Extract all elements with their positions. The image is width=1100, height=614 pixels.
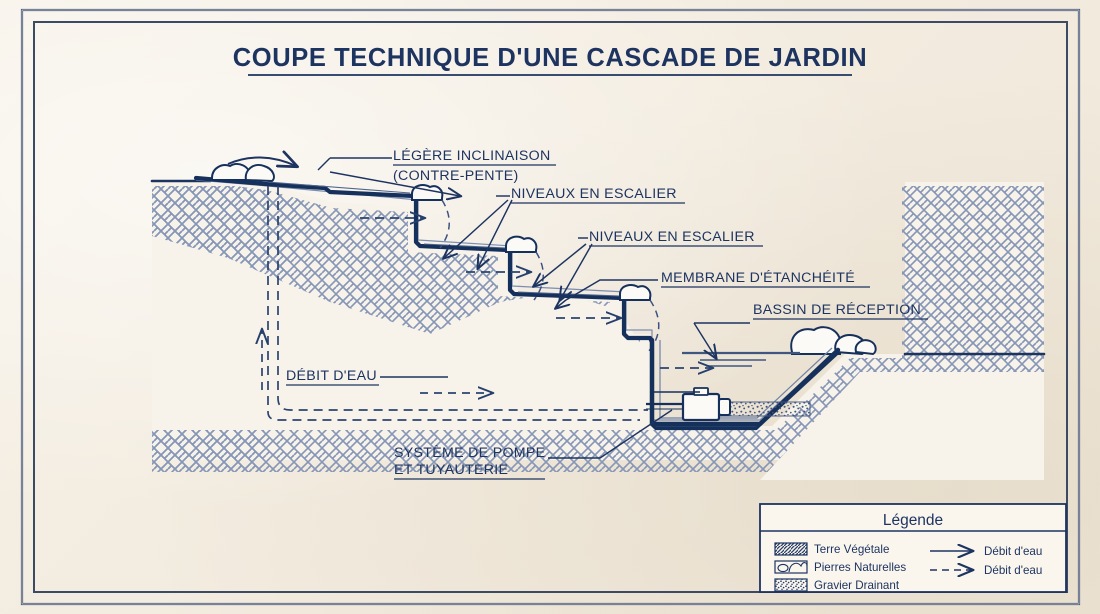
leader-debit-eau — [380, 376, 448, 378]
legend-box: Légende Terre Végétale Pierres Naturelle… — [759, 503, 1067, 593]
annotation-systeme-pompe: SYSTÈME DE POMPE ET TUYAUTERIE — [394, 444, 545, 480]
page-title: COUPE TECHNIQUE D'UNE CASCADE DE JARDIN — [233, 44, 867, 72]
annotation-label-line2: ET TUYAUTERIE — [394, 462, 508, 478]
pump-body — [681, 392, 721, 422]
leader-membrane — [565, 279, 658, 301]
annotation-label-line1: NIVEAUX EN ESCALIER — [511, 186, 677, 202]
source-stones — [211, 163, 275, 183]
basin-rim-stones — [790, 326, 877, 356]
legend-item-flow-dashed: Débit d'eau — [930, 564, 1042, 577]
step-3-lip-stone — [619, 284, 652, 301]
leader-bassin — [693, 322, 716, 358]
annotation-bassin-reception: BASSIN DE RÉCEPTION — [753, 301, 928, 320]
leader-inclinaison — [329, 171, 460, 196]
leader-lines — [317, 157, 750, 459]
legend-item-flow-solid: Débit d'eau — [930, 545, 1042, 558]
annotation-label-line1: LÉGÈRE INCLINAISON — [393, 147, 551, 164]
legend-item-label: Terre Végétale — [814, 543, 889, 556]
gravier-drainant-hatch-icon — [774, 578, 808, 592]
annotation-label-line2: (CONTRE-PENTE) — [393, 168, 519, 184]
annotation-niveaux-escalier-2: NIVEAUX EN ESCALIER — [589, 229, 763, 247]
page-title-group: COUPE TECHNIQUE D'UNE CASCADE DE JARDIN — [233, 44, 867, 76]
cascade-step-stones — [211, 163, 877, 356]
return-pipe-dashed — [267, 186, 648, 421]
annotation-niveaux-escalier-1: NIVEAUX EN ESCALIER — [511, 186, 685, 204]
annotation-label-line1: SYSTÈME DE POMPE — [394, 444, 545, 461]
air-void-mask — [152, 236, 1044, 480]
legend-title: Légende — [883, 512, 943, 529]
legend-item-gravier-drainant: Gravier Drainant — [774, 578, 900, 592]
ground-line — [150, 179, 1046, 356]
pump-and-piping — [646, 387, 731, 422]
pump-motor — [718, 398, 731, 416]
step-2-lip-stone — [505, 235, 538, 253]
annotation-label-line1: NIVEAUX EN ESCALIER — [589, 229, 755, 245]
flow-arrow-top — [227, 157, 296, 166]
drawing-frame — [20, 8, 1081, 606]
legend-item-terre-vegetale: Terre Végétale — [774, 542, 889, 556]
legend-item-label: Gravier Drainant — [814, 579, 900, 592]
annotation-label-line1: MEMBRANE D'ÉTANCHÉITÉ — [661, 269, 855, 286]
annotation-label-line1: BASSIN DE RÉCEPTION — [753, 301, 921, 318]
annotation-membrane-etancheite: MEMBRANE D'ÉTANCHÉITÉ — [661, 269, 870, 288]
surface-flow-arrows — [227, 157, 712, 368]
leader-pompe — [548, 409, 673, 459]
annotation-legere-inclinaison: LÉGÈRE INCLINAISON (CONTRE-PENTE) — [393, 147, 556, 184]
annotation-debit-eau: DÉBIT D'EAU — [286, 367, 379, 386]
terre-vegetale-hatch-icon — [774, 542, 808, 556]
legend-item-label: Débit d'eau — [984, 545, 1042, 558]
annotation-label-line1: DÉBIT D'EAU — [286, 367, 377, 384]
legend-item-label: Débit d'eau — [984, 564, 1042, 577]
legend-item-label: Pierres Naturelles — [814, 561, 906, 574]
legend-item-pierres-naturelles: Pierres Naturelles — [774, 560, 906, 574]
